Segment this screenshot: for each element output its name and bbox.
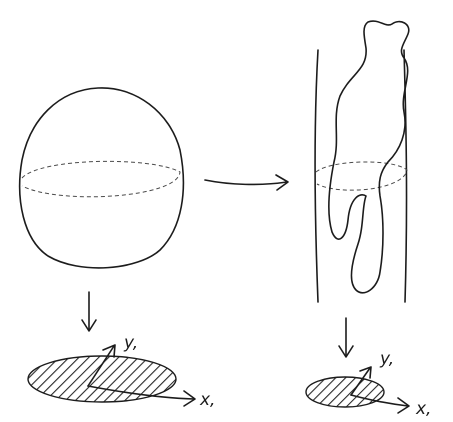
right-down-arrow	[338, 317, 354, 358]
right-y-axis-label: y,	[379, 349, 394, 369]
left-down-arrow	[81, 291, 97, 332]
left-x-axis-label: x,	[199, 390, 215, 410]
right-elongated-blob	[328, 20, 410, 294]
left-x-axis-arrow	[87, 385, 195, 400]
right-x-axis-label: x,	[415, 399, 431, 419]
right-y-axis-arrow	[350, 367, 371, 396]
left-cross-section: y, x,	[27, 333, 215, 410]
right-tube-equator	[315, 161, 408, 191]
left-y-axis-arrow	[87, 345, 115, 387]
left-blob-shape	[18, 87, 185, 269]
left-y-axis-label: y,	[123, 333, 138, 353]
right-tube	[314, 49, 408, 303]
right-x-axis-arrow	[350, 394, 409, 407]
right-cross-section: y, x,	[305, 349, 431, 419]
transform-arrow	[204, 174, 289, 191]
left-blob-equator	[21, 160, 181, 198]
